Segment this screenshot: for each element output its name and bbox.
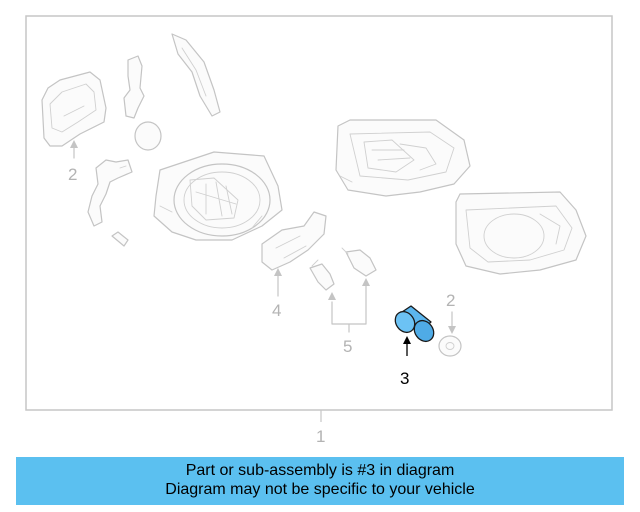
lower-bracket-part xyxy=(261,211,327,271)
right-headlamp-lower-part xyxy=(455,191,587,275)
left-trim-arrow xyxy=(70,140,78,148)
callout-2-left: 2 xyxy=(68,165,77,184)
round-cap-part xyxy=(134,121,162,151)
diagram-frame xyxy=(25,15,613,411)
bulbs-leader xyxy=(331,283,367,333)
right-headlamp-upper-part xyxy=(335,119,471,197)
small-clip-part xyxy=(111,231,129,247)
callout-3: 3 xyxy=(400,369,409,388)
right-trim-arrow xyxy=(448,326,456,334)
bulb-socket-arrow xyxy=(403,336,411,344)
info-banner: Part or sub-assembly is #3 in diagram Di… xyxy=(16,457,624,505)
bulbs-arrow-right xyxy=(362,278,370,286)
callout-2-right: 2 xyxy=(446,291,455,310)
callout-1: 1 xyxy=(316,427,325,446)
banner-line-1: Part or sub-assembly is #3 in diagram xyxy=(185,462,455,479)
bulb-right-part xyxy=(341,247,377,277)
left-bezel-part xyxy=(41,71,107,147)
callout-4: 4 xyxy=(272,301,281,320)
clip-part xyxy=(87,159,133,227)
banner-line-2: Diagram may not be specific to your vehi… xyxy=(165,481,475,498)
callout-5: 5 xyxy=(343,337,352,356)
bulb-left-part xyxy=(309,259,335,291)
bulb-socket-part-highlighted xyxy=(394,305,435,343)
bulbs-arrow-left xyxy=(328,292,336,300)
washer-part xyxy=(438,335,462,357)
left-bracket-arrow xyxy=(274,268,282,276)
upper-bracket-part xyxy=(171,33,221,117)
trim-strip-part xyxy=(123,55,145,119)
left-fog-lamp-part xyxy=(153,151,283,241)
